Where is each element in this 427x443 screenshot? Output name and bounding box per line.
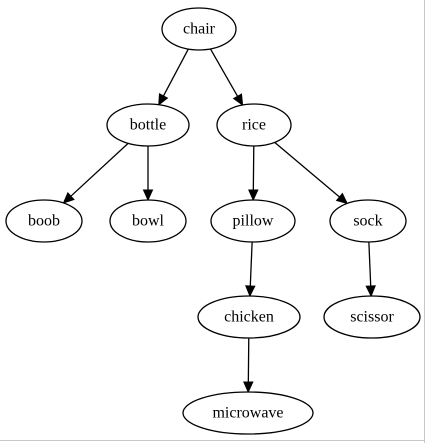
node-ellipse (5, 199, 83, 243)
arrowhead-icon (243, 381, 254, 394)
arrowhead-icon (335, 192, 349, 205)
node-ellipse (210, 199, 296, 243)
node-ellipse (182, 391, 314, 435)
arrowhead-icon (248, 189, 259, 202)
arrowhead-icon (245, 285, 256, 298)
node-ellipse (329, 199, 407, 243)
node-label: bowl (132, 213, 165, 230)
edge-line (162, 48, 189, 97)
edge-sock-to-scissor (365, 241, 376, 298)
arrowhead-icon (365, 285, 376, 298)
node-bowl: bowl (109, 199, 187, 243)
node-label: chicken (224, 309, 274, 326)
edge-chicken-to-microwave (243, 337, 254, 394)
edge-chair-to-bottle (158, 48, 189, 106)
node-scissor: scissor (323, 295, 421, 339)
edge-chair-to-rice (209, 48, 244, 107)
node-label: microwave (212, 405, 283, 422)
arrowhead-icon (158, 92, 169, 106)
edges-layer (62, 48, 376, 394)
edge-line (274, 141, 340, 198)
arrowhead-icon (142, 189, 154, 202)
nodes-layer: chair bottle rice boob bowl pillow sock chicken… (5, 7, 421, 435)
node-pillow: pillow (210, 199, 296, 243)
node-sock: sock (329, 199, 407, 243)
edge-rice-to-sock (274, 141, 349, 205)
node-label: bottle (130, 117, 166, 134)
edge-line (209, 48, 239, 97)
node-chicken: chicken (197, 295, 301, 339)
node-chair: chair (161, 7, 237, 51)
node-boob: boob (5, 199, 83, 243)
node-ellipse (161, 7, 237, 51)
node-label: chair (183, 21, 216, 38)
edge-line (249, 241, 253, 287)
node-microwave: microwave (182, 391, 314, 435)
edge-line (368, 241, 372, 287)
node-label: scissor (350, 309, 394, 326)
node-ellipse (106, 103, 190, 147)
node-ellipse (109, 199, 187, 243)
arrowhead-icon (62, 191, 75, 204)
edge-bottle-to-boob (62, 142, 129, 204)
edge-rice-to-pillow (248, 145, 259, 202)
node-label: sock (353, 213, 382, 230)
node-ellipse (197, 295, 301, 339)
edge-bottle-to-bowl (142, 146, 154, 202)
node-ellipse (323, 295, 421, 339)
node-label: boob (28, 213, 60, 230)
node-ellipse (216, 103, 292, 147)
node-label: pillow (233, 213, 274, 230)
edge-pillow-to-chicken (245, 241, 256, 298)
node-rice: rice (216, 103, 292, 147)
edge-line (70, 142, 129, 197)
arrowhead-icon (232, 93, 244, 107)
node-bottle: bottle (106, 103, 190, 147)
node-label: rice (242, 117, 266, 134)
